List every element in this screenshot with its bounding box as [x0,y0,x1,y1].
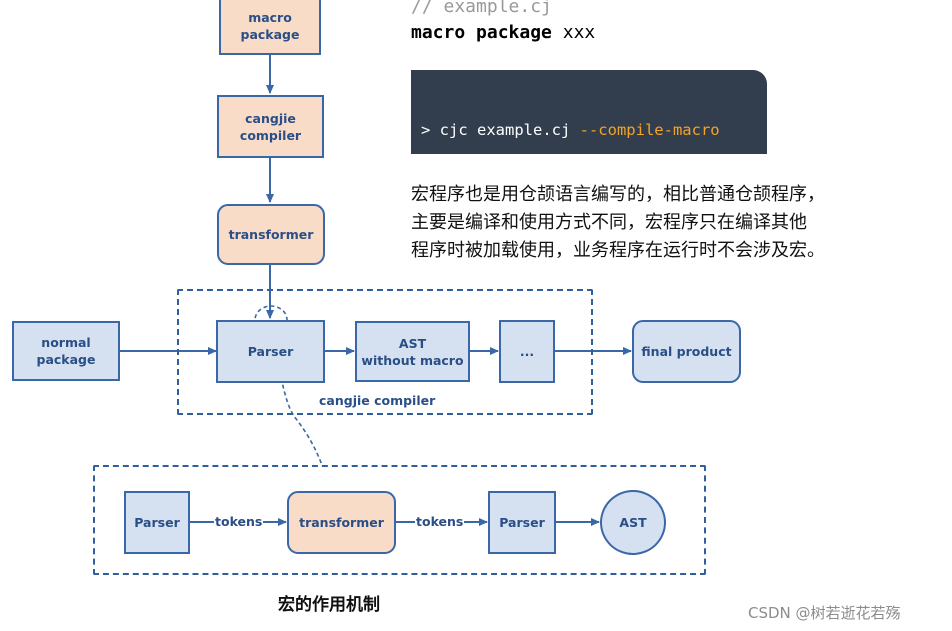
node-parser-main: Parser [216,320,325,383]
code-keyword: macro package [411,22,552,43]
node-final-product: final product [632,320,741,383]
group-macro-mechanism [93,465,706,575]
terminal-line-3: lib-macro_xxx.so [421,253,571,271]
description-line-1: 宏程序也是用仓颉语言编写的，相比普通仓颉程序， [411,184,825,205]
watermark: CSDN @树若逝花若殇 [748,604,901,622]
terminal-panel: > cjc example.cj --compile-macro > ls li… [411,70,767,271]
node-ast-without-macro: AST without macro [355,321,470,382]
terminal-flag: --compile-macro [579,121,720,139]
node-transformer-top: transformer [217,204,325,265]
edge-label-tokens-2: tokens [415,514,465,529]
group-label: cangjie compiler [319,393,436,408]
terminal-line-1: > cjc example.cj --compile-macro [421,119,757,141]
description: 宏程序也是用仓颉语言编写的，相比普通仓颉程序， 主要是编译和使用方式不同，宏程序… [411,181,931,265]
description-line-2: 主要是编译和使用方式不同，宏程序只在编译其他 [411,212,807,233]
code-comment: // example.cj [411,0,552,17]
code-package-name: xxx [551,22,596,43]
node-ast-circle: AST [600,490,666,555]
node-ellipsis: ... [499,320,555,383]
node-parser-right: Parser [488,491,556,554]
edge-label-tokens-1: tokens [214,514,264,529]
node-parser-left: Parser [124,491,190,554]
diagram-caption: 宏的作用机制 [278,595,380,615]
terminal-command: > cjc example.cj [421,121,580,139]
node-normal-package: normal package [12,321,120,381]
node-transformer-bottom: transformer [287,491,396,554]
description-line-3: 程序时被加载使用，业务程序在运行时不会涉及宏。 [411,240,825,261]
node-macro-package: macro package [219,0,321,55]
group-cangjie-compiler [177,289,593,415]
node-cangjie-compiler: cangjie compiler [217,95,324,158]
code-package-line: macro package xxx [411,22,595,44]
terminal-line-2: > ls [421,187,459,205]
